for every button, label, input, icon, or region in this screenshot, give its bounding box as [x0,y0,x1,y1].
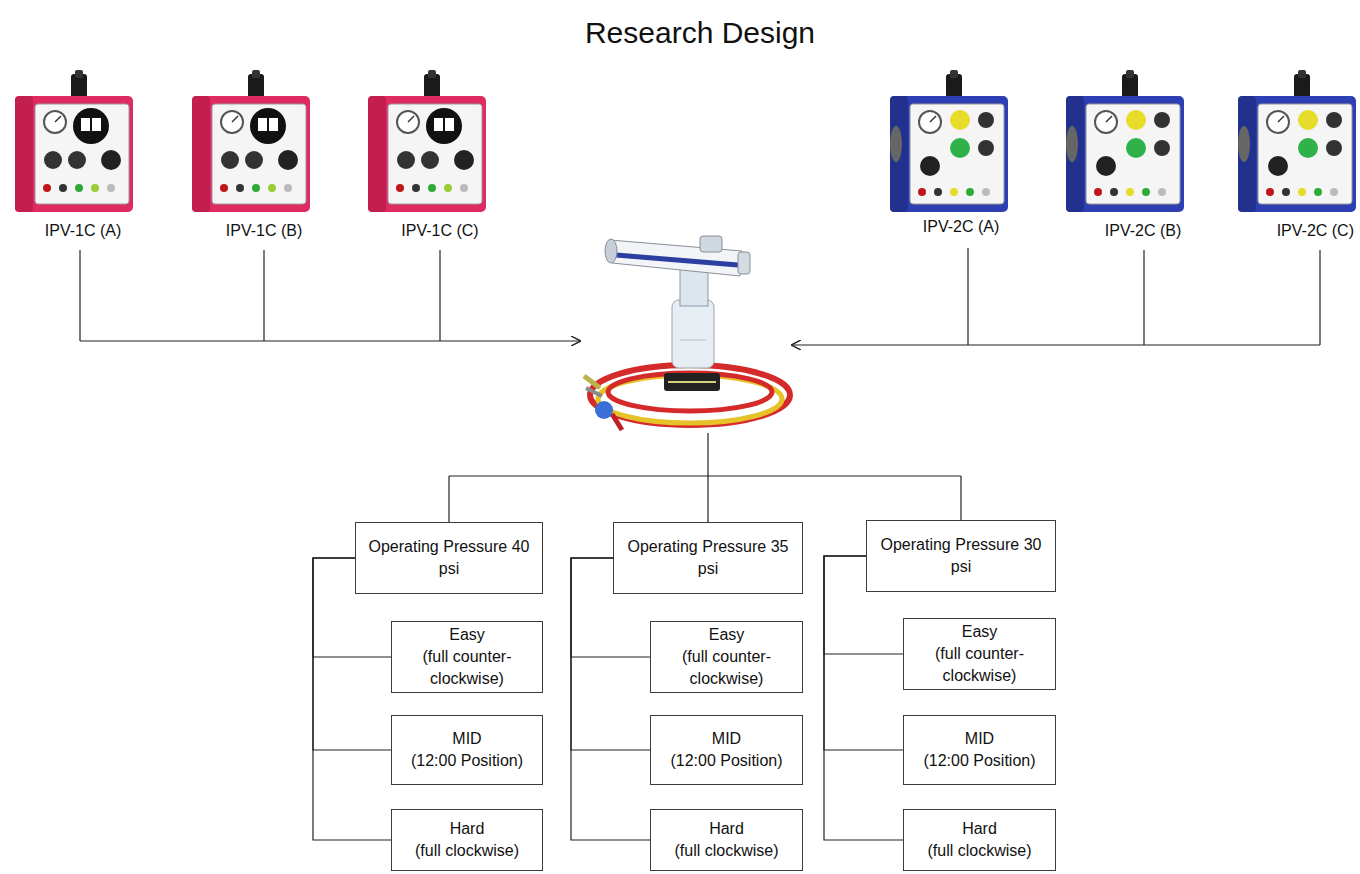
setting-box: Hard(full clockwise) [391,809,543,871]
box-detail: (full clockwise) [927,840,1031,862]
device-label: IPV-1C (B) [224,222,304,240]
box-heading: Operating Pressure 40 psi [362,536,536,580]
device-label: IPV-1C (A) [43,222,123,240]
box-detail: (full counter-clockwise) [398,646,536,690]
ipv-device-blue [890,70,1008,212]
box-detail: (full clockwise) [415,840,519,862]
device-label: IPV-2C (C) [1275,222,1356,240]
box-heading: Easy [449,624,485,646]
ipv-device-pink [192,70,310,212]
box-detail: (12:00 Position) [923,750,1035,772]
box-detail: (full counter-clockwise) [657,646,796,690]
box-heading: Easy [962,621,998,643]
setting-box: MID(12:00 Position) [650,715,803,785]
breathing-circuit [584,236,790,430]
setting-box: Easy(full counter-clockwise) [903,618,1056,690]
diagram-title: Research Design [400,16,1000,50]
setting-box: Easy(full counter-clockwise) [391,621,543,693]
box-heading: Operating Pressure 35 psi [620,536,796,580]
setting-box: Easy(full counter-clockwise) [650,621,803,693]
setting-box: MID(12:00 Position) [903,715,1056,785]
bracket-connector [313,558,391,840]
box-heading: Hard [709,818,744,840]
ipv-device-blue [1066,70,1184,212]
pressure-box: Operating Pressure 30 psi [866,520,1056,592]
box-detail: (full counter-clockwise) [910,643,1049,687]
bracket-connector [824,556,903,840]
setting-box: MID(12:00 Position) [391,715,543,785]
box-heading: Hard [962,818,997,840]
box-heading: Easy [709,624,745,646]
box-heading: Operating Pressure 30 psi [873,534,1049,578]
box-heading: Hard [450,818,485,840]
device-label: IPV-2C (A) [921,218,1001,236]
device-label: IPV-1C (C) [399,222,480,240]
box-detail: (12:00 Position) [411,750,523,772]
box-heading: MID [452,728,481,750]
tree-lines [449,433,961,522]
box-heading: MID [712,728,741,750]
ipv-device-blue [1238,70,1356,212]
box-detail: (12:00 Position) [670,750,782,772]
ipv-device-pink [15,70,133,212]
ipv-device-pink [368,70,486,212]
setting-box: Hard(full clockwise) [903,809,1056,871]
setting-box: Hard(full clockwise) [650,809,803,871]
device-label: IPV-2C (B) [1103,222,1183,240]
box-detail: (full clockwise) [674,840,778,862]
pressure-box: Operating Pressure 35 psi [613,522,803,594]
bracket-connector [571,558,650,840]
box-heading: MID [965,728,994,750]
pressure-box: Operating Pressure 40 psi [355,522,543,594]
